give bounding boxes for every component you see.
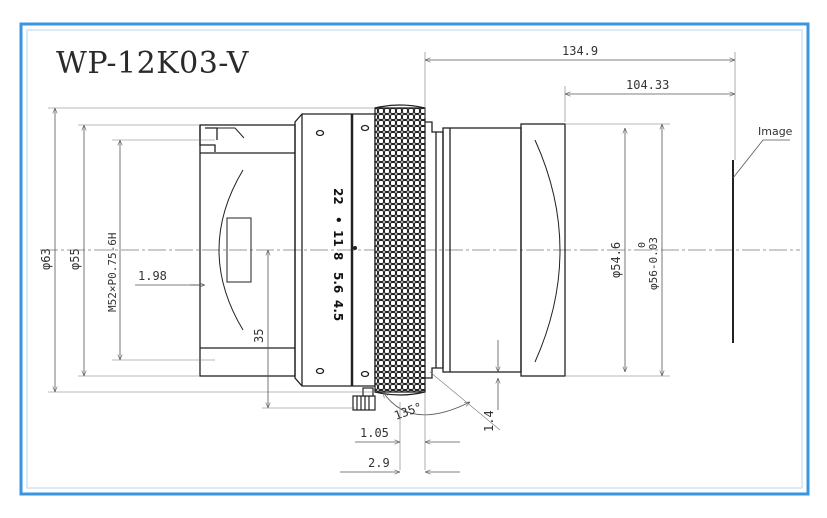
front-barrel [442, 123, 566, 377]
dim-104-33: 104.33 [626, 78, 669, 92]
dim-1-4: 1.4 [482, 410, 496, 432]
model-title: WP-12K03-V [56, 46, 250, 81]
knurl-top-cap [374, 104, 426, 109]
rear-ring-chamfer [217, 127, 245, 139]
lock-screw [352, 387, 376, 411]
fstop-11: 11 [331, 230, 345, 247]
screw-hole-top-2 [360, 124, 370, 132]
dim-angle-arc [383, 392, 470, 416]
dim-angle-ray [429, 371, 501, 431]
index-dot [353, 246, 357, 250]
fstop-8: 8 [331, 252, 345, 260]
rear-barrel [199, 124, 296, 377]
dim-phi56-tol: 0 [637, 242, 648, 248]
knurled-ring [374, 107, 426, 393]
dim-135deg: 135° [392, 400, 424, 423]
fstop-dot: • [331, 216, 345, 224]
screw-hole-bottom [315, 367, 325, 375]
image-label: Image [758, 125, 793, 138]
label-window [226, 217, 252, 283]
outer-frame [19, 22, 810, 496]
dim-phi56: φ56-0.03 [647, 237, 660, 290]
dim-1-05: 1.05 [360, 426, 389, 440]
inner-frame [26, 29, 803, 489]
screw-hole-top [315, 129, 325, 137]
fstop-4-5: 4.5 [331, 300, 345, 321]
dim-134-9: 134.9 [562, 44, 598, 58]
dim-1-98: 1.98 [138, 269, 167, 283]
dim-phi63: φ63 [39, 248, 53, 270]
image-leader [732, 139, 790, 179]
dim-m52: M52×P0.75-6H [106, 233, 119, 312]
fstop-5-6: 5.6 [331, 272, 345, 293]
fstop-22: 22 [331, 188, 345, 205]
dim-2-9: 2.9 [368, 456, 390, 470]
screw-hole-bottom-2 [360, 370, 370, 378]
dim-35: 35 [252, 329, 266, 343]
fstop-scale: 22 • 11 8 5.6 4.5 [331, 188, 345, 321]
dim-phi55: φ55 [68, 248, 82, 270]
dim-phi54-6: φ54.6 [609, 242, 623, 278]
